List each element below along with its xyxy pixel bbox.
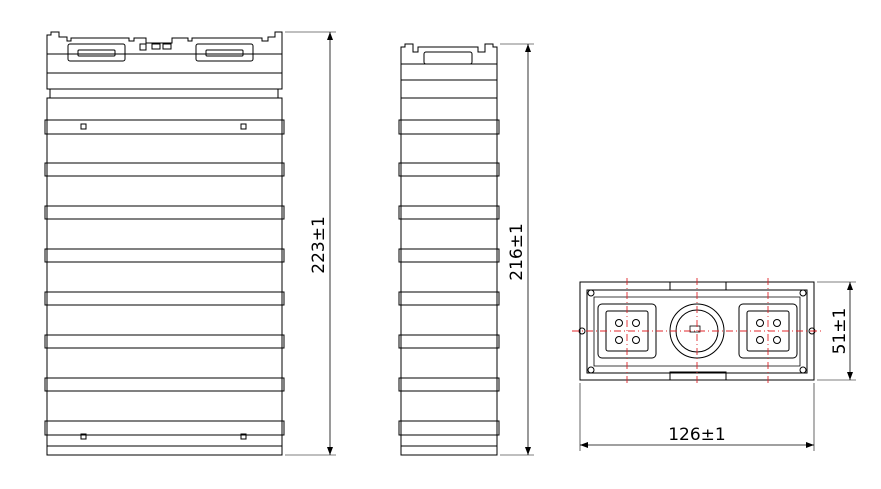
front-view: [44, 31, 336, 456]
top-depth-label: 51±1: [830, 308, 850, 355]
front-terminal-right: [195, 43, 254, 62]
side-body: [400, 97, 498, 456]
front-mount-hole: [80, 123, 87, 130]
side-dimension-label: 216±1: [507, 223, 527, 281]
side-top-cap: [400, 43, 498, 99]
top-width-label: 126±1: [668, 425, 726, 445]
front-top-cap: [46, 31, 283, 90]
front-terminal-left: [67, 43, 126, 62]
front-dimension-label: 223±1: [309, 216, 329, 274]
side-view: [398, 43, 534, 456]
top-centerlines: [572, 278, 822, 384]
front-body: [46, 97, 283, 456]
